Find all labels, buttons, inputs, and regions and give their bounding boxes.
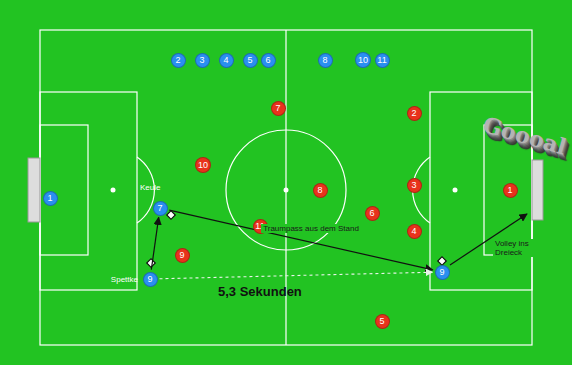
shirt-number: 3: [411, 181, 416, 190]
player-marker: 11: [375, 53, 390, 68]
shirt-number: 11: [377, 56, 386, 65]
shirt-number: 8: [322, 56, 327, 65]
shirt-number: 4: [223, 56, 228, 65]
player-marker: 7: [153, 201, 168, 216]
goal: [28, 158, 40, 222]
shirt-number: 9: [179, 251, 184, 260]
player-marker: 2: [171, 53, 186, 68]
shirt-number: 5: [379, 317, 384, 326]
edge-label: Traumpass aus dem Stand: [261, 224, 361, 233]
touchline: [40, 30, 532, 345]
player-marker: 3: [195, 53, 210, 68]
player-marker: 10: [355, 52, 371, 68]
player-marker: 6: [261, 53, 276, 68]
player-marker: 2: [407, 106, 422, 121]
penalty-spot: [111, 188, 116, 193]
player-marker: 1: [503, 183, 518, 198]
player-name: Keule: [140, 183, 160, 192]
goal-area: [40, 125, 88, 255]
player-marker: 5: [243, 53, 258, 68]
penalty-area: [40, 92, 137, 290]
penalty-spot: [453, 188, 458, 193]
player-marker: 5: [375, 314, 390, 329]
shirt-number: 4: [411, 227, 416, 236]
player-marker: 4: [407, 224, 422, 239]
centre-spot: [284, 188, 289, 193]
pass-arrow: [169, 210, 432, 270]
player-marker: 7: [271, 101, 286, 116]
player-marker: 1: [43, 191, 58, 206]
shirt-number: 5: [247, 56, 252, 65]
shirt-number: 10: [198, 161, 208, 170]
shirt-number: 2: [175, 56, 180, 65]
shirt-number: 7: [157, 204, 162, 213]
run-path: [159, 272, 432, 279]
player-marker: 9: [435, 265, 450, 280]
player-marker: 8: [318, 53, 333, 68]
note-text: 5,3 Sekunden: [218, 285, 302, 300]
shirt-number: 2: [411, 109, 416, 118]
shirt-number: 10: [358, 56, 368, 65]
player-marker: 9: [143, 272, 158, 287]
player-marker: 10: [195, 157, 211, 173]
player-marker: 4: [219, 53, 234, 68]
shirt-number: 3: [199, 56, 204, 65]
goal-banner: Goooal: [480, 112, 569, 160]
player-marker: 8: [313, 183, 328, 198]
player-marker: 9: [175, 248, 190, 263]
shirt-number: 8: [317, 186, 322, 195]
player-marker: 6: [365, 206, 380, 221]
shirt-number: 9: [147, 275, 152, 284]
shirt-number: 9: [439, 268, 444, 277]
shirt-number: 6: [369, 209, 374, 218]
player-marker: 3: [407, 178, 422, 193]
shirt-number: 1: [47, 194, 52, 203]
shirt-number: 7: [275, 104, 280, 113]
player-name: Spettke: [111, 275, 138, 284]
shirt-number: 6: [265, 56, 270, 65]
goal: [532, 160, 543, 220]
note-text: Volley ins Dreieck: [493, 239, 545, 257]
shirt-number: 1: [507, 186, 512, 195]
pass-arrow: [151, 217, 158, 269]
